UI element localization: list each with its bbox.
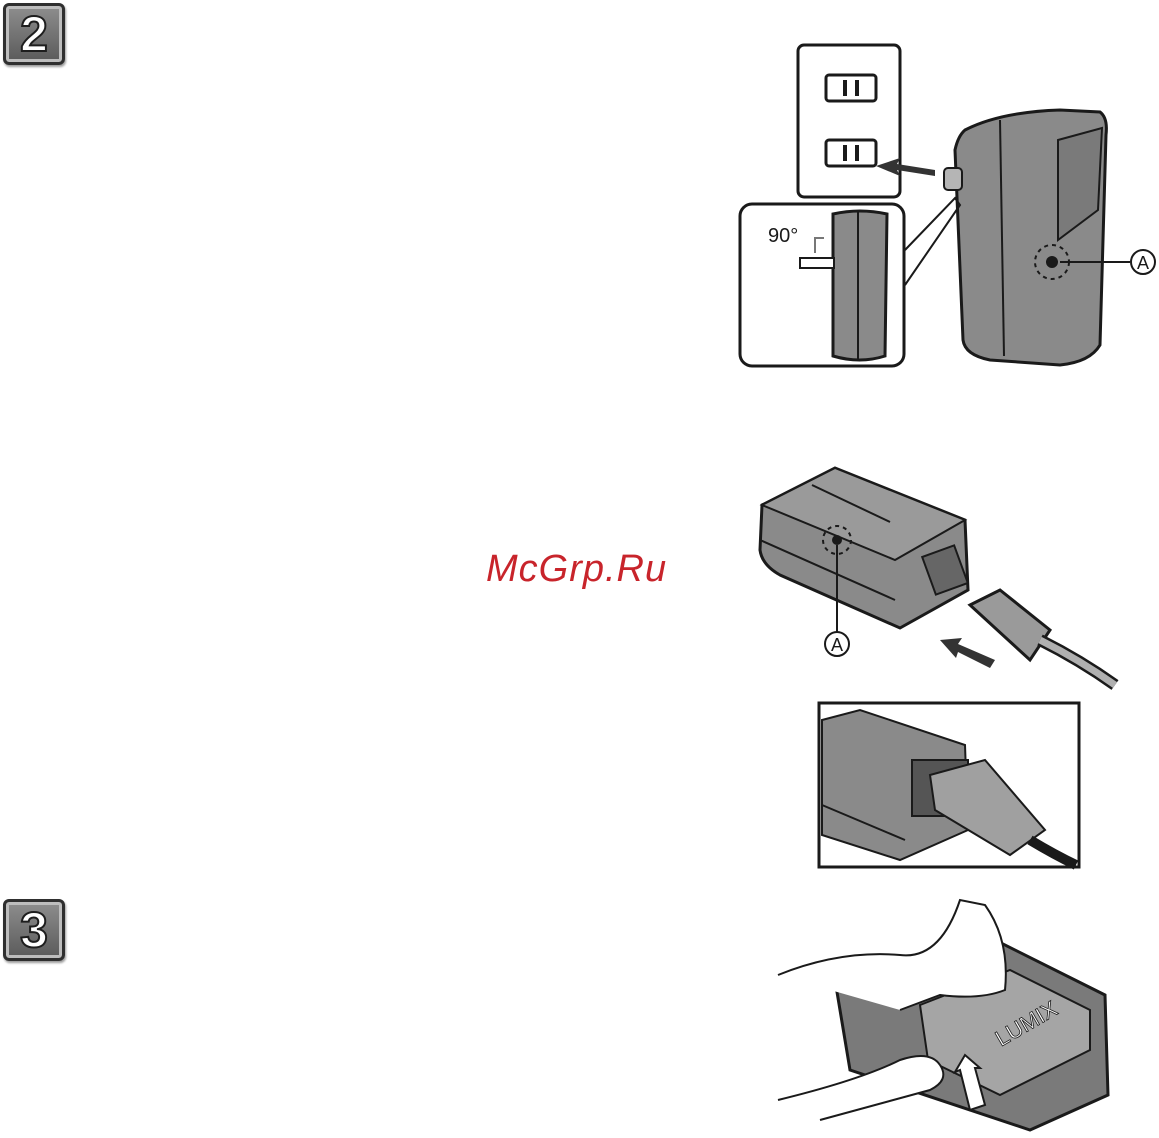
battery-insertion-illustration: LUMIX <box>778 900 1108 1130</box>
